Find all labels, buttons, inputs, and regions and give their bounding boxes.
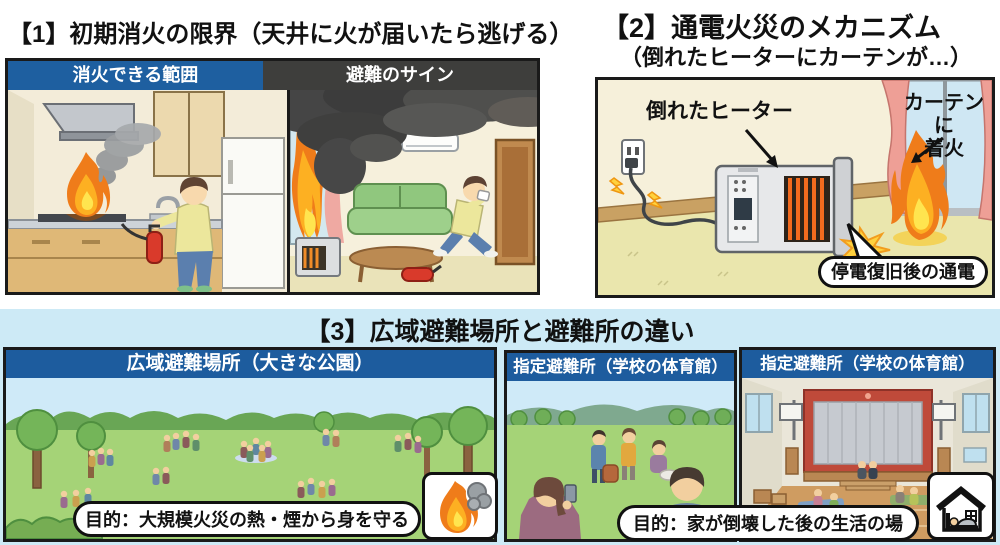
wide-area-site-header: 広域避難場所（大きな公園） — [6, 350, 494, 378]
wide-area-purpose-caption: 目的：大規模火災の熱・煙から身を守る — [73, 501, 421, 537]
power-restore-bubble: 停電復旧後の通電 — [818, 256, 988, 288]
panel1-left-header: 消火できる範囲 — [8, 61, 263, 90]
kitchen-extinguish-illustration — [8, 90, 290, 292]
panel2-subtitle: （倒れたヒーターにカーテンが…） — [620, 45, 973, 70]
panel1-title: 【1】初期消火の限界（天井に火が届いたら逃げる） — [8, 21, 574, 48]
panel3-title: 【3】広域避難場所と避難所の違い — [305, 318, 695, 346]
fire-smoke-icon — [422, 472, 498, 540]
house-bed-icon — [927, 472, 995, 540]
curtain-ignite-label: カーテンに 着火 — [904, 92, 984, 160]
evacuation-sign-illustration — [290, 90, 537, 292]
designated-shelter-gym-header: 指定避難所（学校の体育館） — [742, 350, 993, 378]
panel1-figure: 消火できる範囲 避難のサイン — [5, 58, 540, 295]
electrical-fire-illustration — [598, 80, 992, 295]
panel2-title: 【2】通電火災のメカニズム — [602, 13, 942, 43]
panel2-figure: 倒れたヒーター カーテンに 着火 停電復旧後の通電 — [595, 77, 995, 298]
fallen-heater-label: 倒れたヒーター — [646, 100, 793, 123]
designated-shelter-outside-header: 指定避難所（学校の体育館） — [507, 353, 734, 381]
panel3-section: 【3】広域避難場所と避難所の違い 広域避難場所（大きな公園） — [0, 309, 1000, 545]
panel1-right-header: 避難のサイン — [263, 61, 537, 90]
shelter-purpose-caption: 目的：家が倒壊した後の生活の場 — [617, 505, 919, 541]
